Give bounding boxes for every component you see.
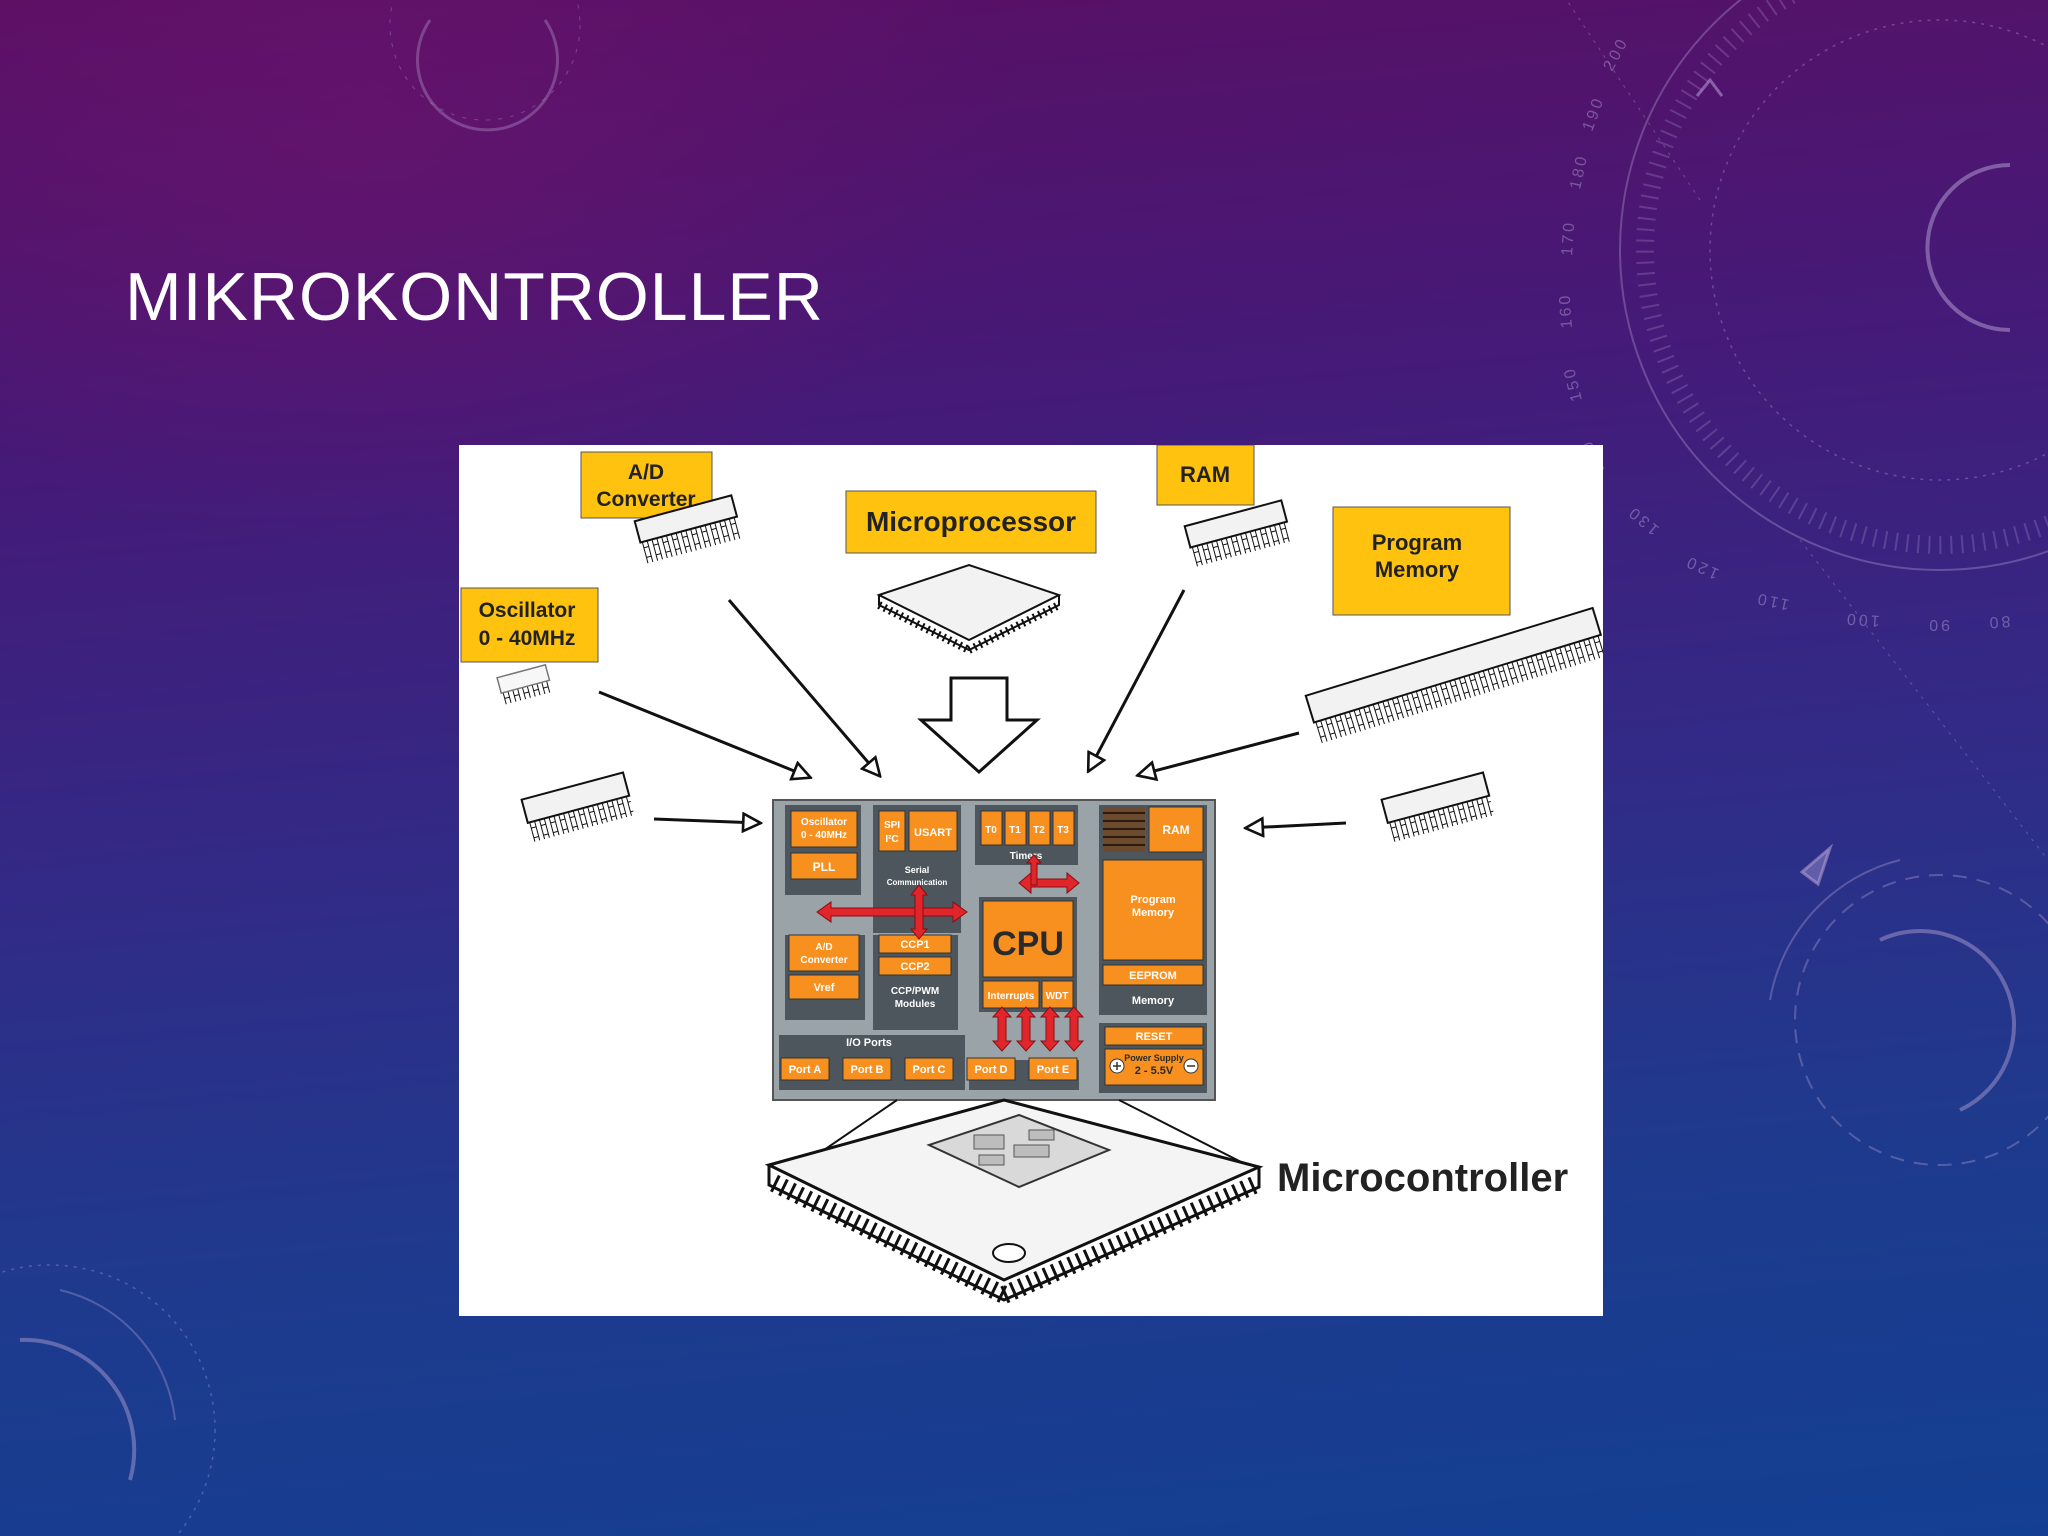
block-text: Power Supply (1124, 1053, 1184, 1063)
triangle-icon (1799, 843, 1834, 887)
arrow-icon (727, 599, 879, 775)
bus-arrow-icon (1025, 854, 1043, 886)
arrow-icon (653, 819, 759, 823)
dial-number: 170 (1559, 219, 1578, 256)
block-text: Port B (851, 1064, 884, 1076)
block-text: CCP/PWM (891, 986, 939, 997)
block-text: I²C (885, 834, 898, 845)
ad-converter-chip-icon (633, 494, 743, 564)
dial-number: 150 (1561, 364, 1586, 403)
dial-number: 80 (1986, 612, 2011, 631)
program-memory-chip-icon (1304, 606, 1603, 744)
bus-arrow-icon (991, 1006, 1013, 1052)
block-text: Program (1130, 894, 1175, 906)
label-text: 0 - 40MHz (479, 627, 576, 650)
block-text: PLL (813, 860, 836, 874)
block-text: CCP1 (900, 939, 929, 951)
block-text: Vref (814, 982, 835, 994)
dial-number: 120 (1682, 552, 1722, 582)
arrow-icon (1089, 589, 1186, 770)
triangle-icon (1695, 77, 1724, 97)
bus-arrow-icon (816, 901, 968, 923)
block-text: Interrupts (988, 991, 1035, 1002)
slide-title: MIKROKONTROLLER (125, 259, 824, 335)
block-text: WDT (1046, 991, 1069, 1002)
block-text: CPU (992, 925, 1064, 963)
block-text: T1 (1009, 825, 1021, 836)
label-text: Oscillator (479, 599, 576, 622)
block-text: Memory (1132, 907, 1175, 919)
dial-number: 100 (1843, 610, 1880, 629)
block-text: Port A (789, 1064, 822, 1076)
block-text: T3 (1057, 825, 1069, 836)
label-ram: RAM (1156, 445, 1255, 506)
label-text: Memory (1375, 557, 1460, 582)
right-ic-chip-icon (1380, 771, 1495, 843)
block-text: Communication (887, 878, 948, 887)
block-text: Oscillator (801, 817, 847, 828)
dial-number: 200 (1601, 34, 1633, 74)
block-text: 0 - 40MHz (801, 830, 847, 841)
block-text: EEPROM (1129, 970, 1177, 982)
arrow-icon (1139, 731, 1300, 775)
microcontroller-diagram: A/D Converter Microprocessor RAM Program… (459, 445, 1603, 1316)
label-text: Microprocessor (866, 506, 1076, 537)
down-arrow-icon (917, 676, 1041, 775)
block-text: Timers (1010, 851, 1043, 862)
block-text: Port D (975, 1064, 1008, 1076)
microcontroller-die: Oscillator 0 - 40MHz PLL SPI I²C USART S… (772, 799, 1216, 1101)
dial-number: 110 (1754, 589, 1791, 613)
block-text: SPI (884, 820, 900, 831)
label-program-memory: Program Memory (1332, 506, 1511, 616)
block-text: 2 - 5.5V (1135, 1065, 1174, 1077)
bus-arrow-icon (909, 884, 929, 940)
block-text: I/O Ports (846, 1037, 892, 1049)
block-text: USART (914, 827, 952, 839)
block-text: T2 (1033, 825, 1045, 836)
microprocessor-chip-icon (876, 563, 1062, 654)
arrow-icon (598, 690, 809, 777)
dial-number: 160 (1557, 292, 1576, 329)
block-text: T0 (985, 825, 997, 836)
label-text: RAM (1180, 462, 1230, 487)
oscillator-chip-icon (496, 663, 553, 705)
dial-number: 190 (1580, 94, 1608, 133)
block-text: Port C (913, 1064, 946, 1076)
label-oscillator: Oscillator 0 - 40MHz (460, 587, 599, 663)
microcontroller-label: Microcontroller (1277, 1156, 1568, 1200)
block-text: Port E (1037, 1064, 1069, 1076)
dial-number: 130 (1624, 502, 1662, 538)
bus-arrow-icon (1063, 1006, 1085, 1052)
block-text: RAM (1162, 823, 1189, 837)
block-text: Serial (905, 865, 930, 875)
dial-number: 180 (1567, 152, 1591, 190)
block-text: Modules (895, 999, 936, 1010)
label-ad-converter: A/D Converter (580, 451, 713, 519)
bus-arrow-icon (1015, 1006, 1037, 1052)
label-text: Program (1372, 530, 1462, 555)
microcontroller-package-icon (764, 1098, 1264, 1304)
label-text: Converter (596, 488, 695, 511)
dial-number: 90 (1926, 616, 1950, 633)
block-text: A/D (815, 942, 832, 953)
block-text: RESET (1136, 1031, 1173, 1043)
arrow-icon (1247, 823, 1347, 828)
block-text: CCP2 (900, 961, 929, 973)
ram-chip-icon (1183, 499, 1293, 567)
left-ic-chip-icon (520, 771, 635, 843)
block-text: Memory (1132, 995, 1175, 1007)
bus-arrow-icon (1039, 1006, 1061, 1052)
block-text: Converter (800, 955, 847, 966)
label-microprocessor: Microprocessor (845, 490, 1097, 554)
label-text: A/D (628, 461, 664, 484)
